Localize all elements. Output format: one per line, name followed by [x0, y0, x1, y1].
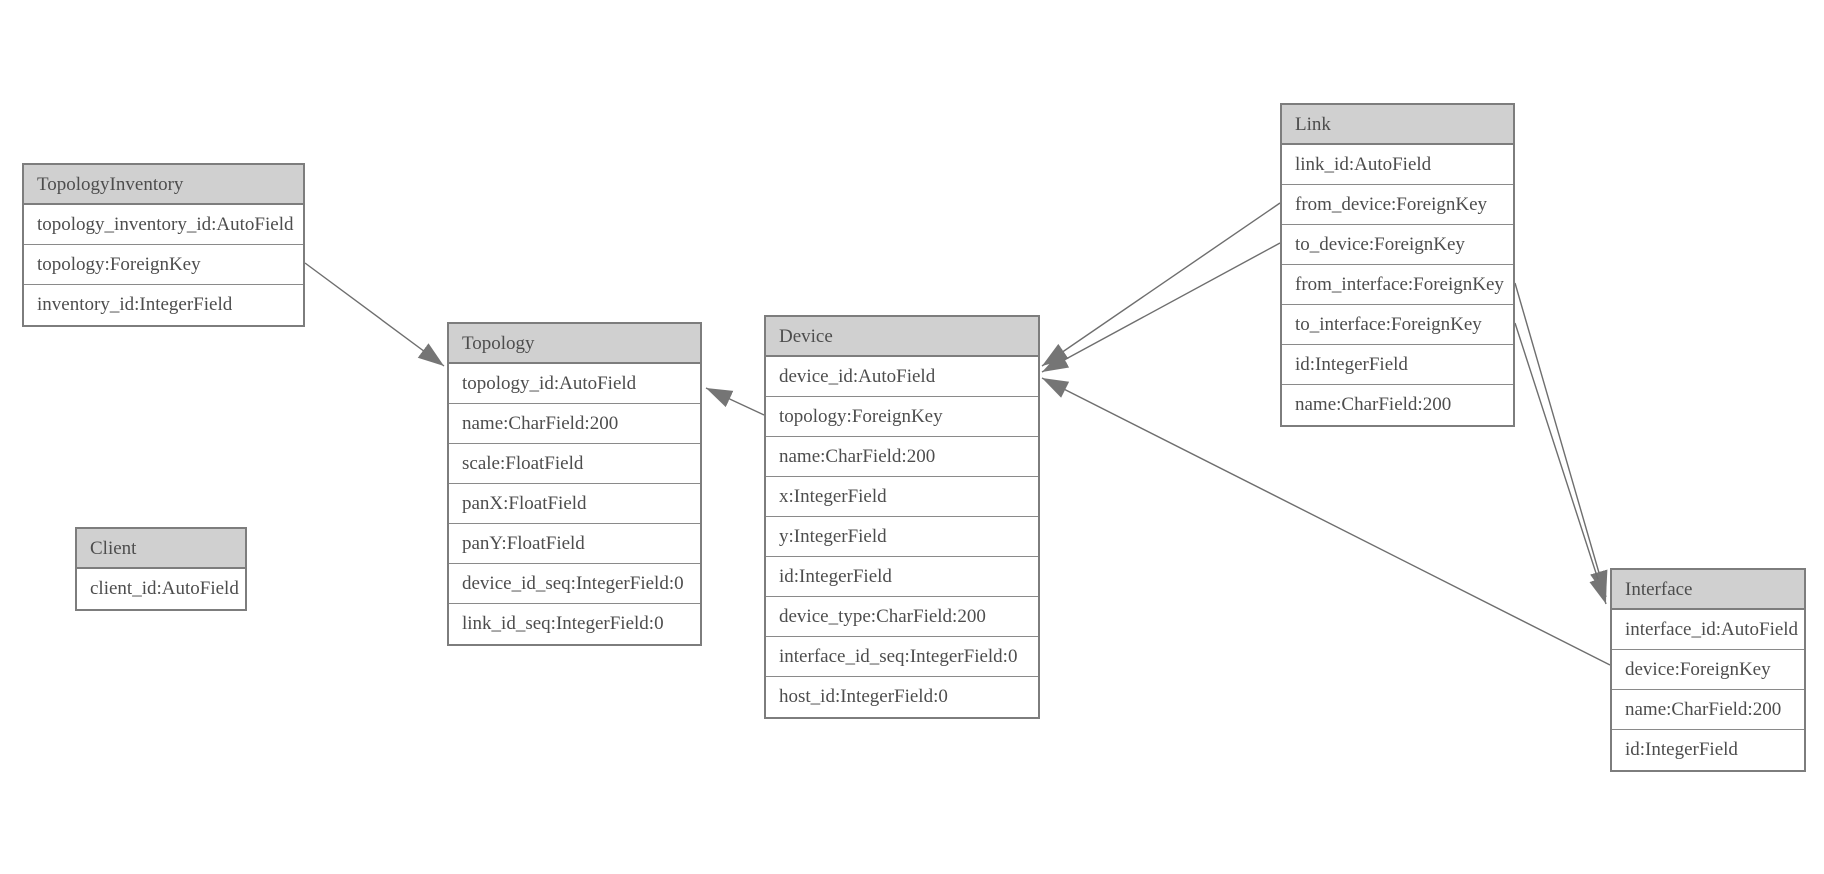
- entity-field: client_id:AutoField: [77, 569, 245, 609]
- entity-field: topology:ForeignKey: [766, 397, 1038, 437]
- entity-title: Topology: [449, 324, 700, 364]
- edge-interface-device: [1041, 377, 1611, 666]
- entity-topologyinventory: TopologyInventory topology_inventory_id:…: [22, 163, 305, 327]
- entity-field: device:ForeignKey: [1612, 650, 1804, 690]
- entity-link: Link link_id:AutoField from_device:Forei…: [1280, 103, 1515, 427]
- entity-field: from_device:ForeignKey: [1282, 185, 1513, 225]
- edge-device-topology: [705, 387, 765, 416]
- entity-field: link_id:AutoField: [1282, 145, 1513, 185]
- entity-field: x:IntegerField: [766, 477, 1038, 517]
- edge-link-frominterface-interface: [1514, 282, 1608, 598]
- entity-topology: Topology topology_id:AutoField name:Char…: [447, 322, 702, 646]
- edge-link-fromdevice-device: [1041, 202, 1281, 367]
- entity-field: y:IntegerField: [766, 517, 1038, 557]
- entity-title: Client: [77, 529, 245, 569]
- entity-title: Interface: [1612, 570, 1804, 610]
- entity-field: name:CharField:200: [766, 437, 1038, 477]
- entity-field: device_id_seq:IntegerField:0: [449, 564, 700, 604]
- entity-field: inventory_id:IntegerField: [24, 285, 303, 325]
- entity-field: to_device:ForeignKey: [1282, 225, 1513, 265]
- entity-field: id:IntegerField: [1282, 345, 1513, 385]
- entity-device: Device device_id:AutoField topology:Fore…: [764, 315, 1040, 719]
- entity-title: TopologyInventory: [24, 165, 303, 205]
- edge-link-todevice-device: [1041, 242, 1281, 373]
- entity-field: from_interface:ForeignKey: [1282, 265, 1513, 305]
- entity-field: scale:FloatField: [449, 444, 700, 484]
- entity-field: interface_id:AutoField: [1612, 610, 1804, 650]
- entity-field: to_interface:ForeignKey: [1282, 305, 1513, 345]
- entity-field: host_id:IntegerField:0: [766, 677, 1038, 717]
- entity-title: Link: [1282, 105, 1513, 145]
- entity-client: Client client_id:AutoField: [75, 527, 247, 611]
- entity-field: device_id:AutoField: [766, 357, 1038, 397]
- entity-field: link_id_seq:IntegerField:0: [449, 604, 700, 644]
- entity-field: name:CharField:200: [449, 404, 700, 444]
- entity-interface: Interface interface_id:AutoField device:…: [1610, 568, 1806, 772]
- entity-field: name:CharField:200: [1282, 385, 1513, 425]
- edge-topologyinventory-topology: [304, 262, 445, 367]
- entity-field: topology:ForeignKey: [24, 245, 303, 285]
- entity-field: name:CharField:200: [1612, 690, 1804, 730]
- entity-field: topology_id:AutoField: [449, 364, 700, 404]
- entity-field: device_type:CharField:200: [766, 597, 1038, 637]
- entity-field: panX:FloatField: [449, 484, 700, 524]
- entity-title: Device: [766, 317, 1038, 357]
- entity-field: id:IntegerField: [1612, 730, 1804, 770]
- entity-field: panY:FloatField: [449, 524, 700, 564]
- edge-link-tointerface-interface: [1514, 322, 1607, 605]
- entity-field: id:IntegerField: [766, 557, 1038, 597]
- entity-field: interface_id_seq:IntegerField:0: [766, 637, 1038, 677]
- entity-field: topology_inventory_id:AutoField: [24, 205, 303, 245]
